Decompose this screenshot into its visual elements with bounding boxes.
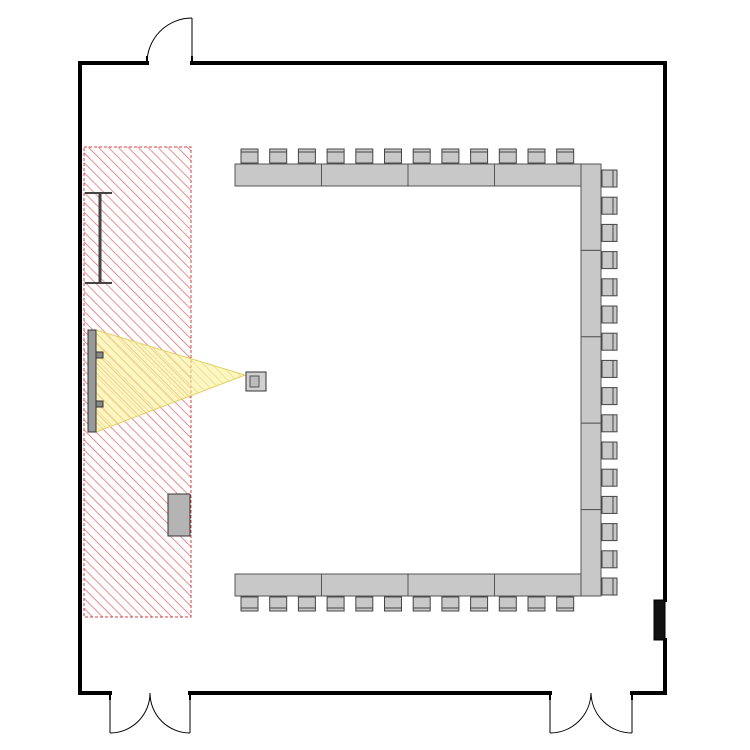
chair [601, 441, 618, 460]
top-chairs [240, 148, 575, 164]
bottom-chairs [240, 596, 575, 612]
chair [601, 359, 618, 378]
table [580, 509, 602, 597]
chair [601, 387, 618, 406]
chair [601, 468, 618, 487]
chair [601, 550, 618, 569]
chair [527, 148, 546, 164]
table [580, 163, 602, 251]
chair [601, 223, 618, 242]
chair [556, 596, 575, 612]
table [494, 163, 582, 187]
chair [601, 278, 618, 297]
chair [470, 148, 489, 164]
chair [601, 414, 618, 433]
chair [601, 332, 618, 351]
door-top [146, 17, 193, 64]
right-chairs [601, 169, 618, 596]
bottom-tables [234, 573, 582, 597]
chair [556, 148, 575, 164]
chair [355, 148, 374, 164]
whiteboard [85, 192, 112, 284]
chair [601, 196, 618, 215]
chair [498, 148, 517, 164]
door-bottom-left [109, 692, 191, 734]
chair [384, 596, 402, 612]
table [494, 573, 582, 597]
projection-screen [87, 329, 104, 433]
table [407, 163, 495, 187]
chair [470, 596, 489, 612]
chair [601, 169, 618, 188]
chair [297, 148, 316, 164]
lectern [167, 493, 191, 537]
chair [384, 148, 402, 164]
chair [441, 596, 460, 612]
chair [240, 596, 259, 612]
right-tables [580, 163, 602, 597]
table [234, 573, 322, 597]
chair [269, 148, 288, 164]
table [234, 163, 322, 187]
table [580, 249, 602, 338]
door-bottom-right [549, 692, 633, 734]
chair [601, 495, 618, 514]
wall-panel [653, 599, 666, 641]
chair [326, 596, 345, 612]
chair [355, 596, 374, 612]
chair [240, 148, 259, 164]
chair [297, 596, 316, 612]
table [321, 163, 409, 187]
top-tables [234, 163, 582, 187]
chair [269, 596, 288, 612]
chair [527, 596, 546, 612]
projector-icon [245, 371, 267, 392]
chair [601, 577, 618, 596]
chair [412, 148, 431, 164]
table [407, 573, 495, 597]
table [321, 573, 409, 597]
chair [441, 148, 460, 164]
chair [498, 596, 517, 612]
table [580, 422, 602, 511]
chair [601, 251, 618, 270]
chair [412, 596, 431, 612]
chair [601, 305, 618, 324]
table [580, 336, 602, 424]
chair [326, 148, 345, 164]
chair [601, 523, 618, 542]
